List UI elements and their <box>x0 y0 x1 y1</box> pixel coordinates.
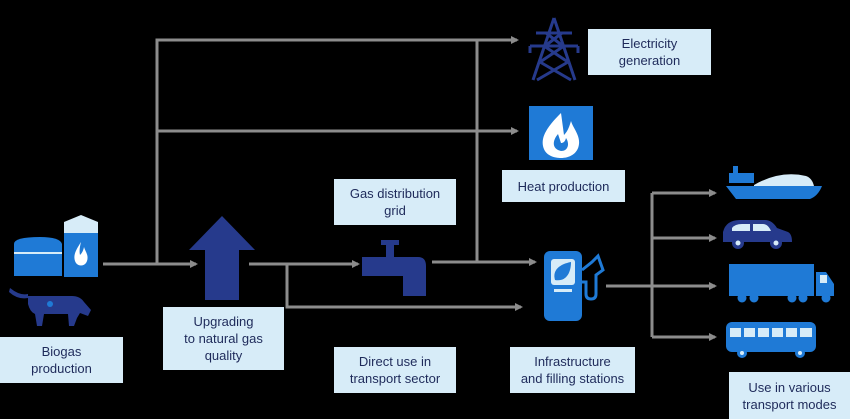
arrow-upgrading-direct-use <box>285 264 523 311</box>
biogas-plant-icon <box>14 215 98 277</box>
arrow-biogas-to-electricity <box>155 36 519 264</box>
label-gas-distribution-grid: Gas distribution grid <box>334 179 456 225</box>
label-text: Direct use in transport sector <box>349 354 441 386</box>
label-electricity-generation: Electricity generation <box>588 29 711 75</box>
label-transport-modes: Use in various transport modes <box>729 372 850 419</box>
power-pylon-icon <box>528 17 580 82</box>
label-text: Gas distribution grid <box>349 186 441 218</box>
bus-icon <box>726 322 816 358</box>
label-text: Heat production <box>517 178 610 194</box>
label-text: Biogas production <box>31 344 92 376</box>
cow-icon <box>9 288 91 326</box>
tap-icon <box>362 240 426 296</box>
label-text: Electricity generation <box>618 36 681 68</box>
label-text: Infrastructure and filling stations <box>520 354 625 386</box>
connector-lines <box>103 36 717 341</box>
upgrade-arrow-icon <box>189 216 255 300</box>
label-upgrading: Upgrading to natural gas quality <box>163 307 284 370</box>
ship-icon <box>726 166 822 199</box>
fuel-pump-icon <box>544 251 605 321</box>
truck-icon <box>729 264 834 303</box>
car-icon <box>723 220 792 249</box>
label-text: Use in various transport modes <box>742 379 837 412</box>
label-infrastructure: Infrastructure and filling stations <box>510 347 635 393</box>
label-text: Upgrading to natural gas quality <box>184 314 263 363</box>
label-biogas-production: Biogas production <box>0 337 123 383</box>
label-direct-use: Direct use in transport sector <box>334 347 456 393</box>
label-heat-production: Heat production <box>502 170 625 202</box>
flame-icon <box>529 106 593 160</box>
